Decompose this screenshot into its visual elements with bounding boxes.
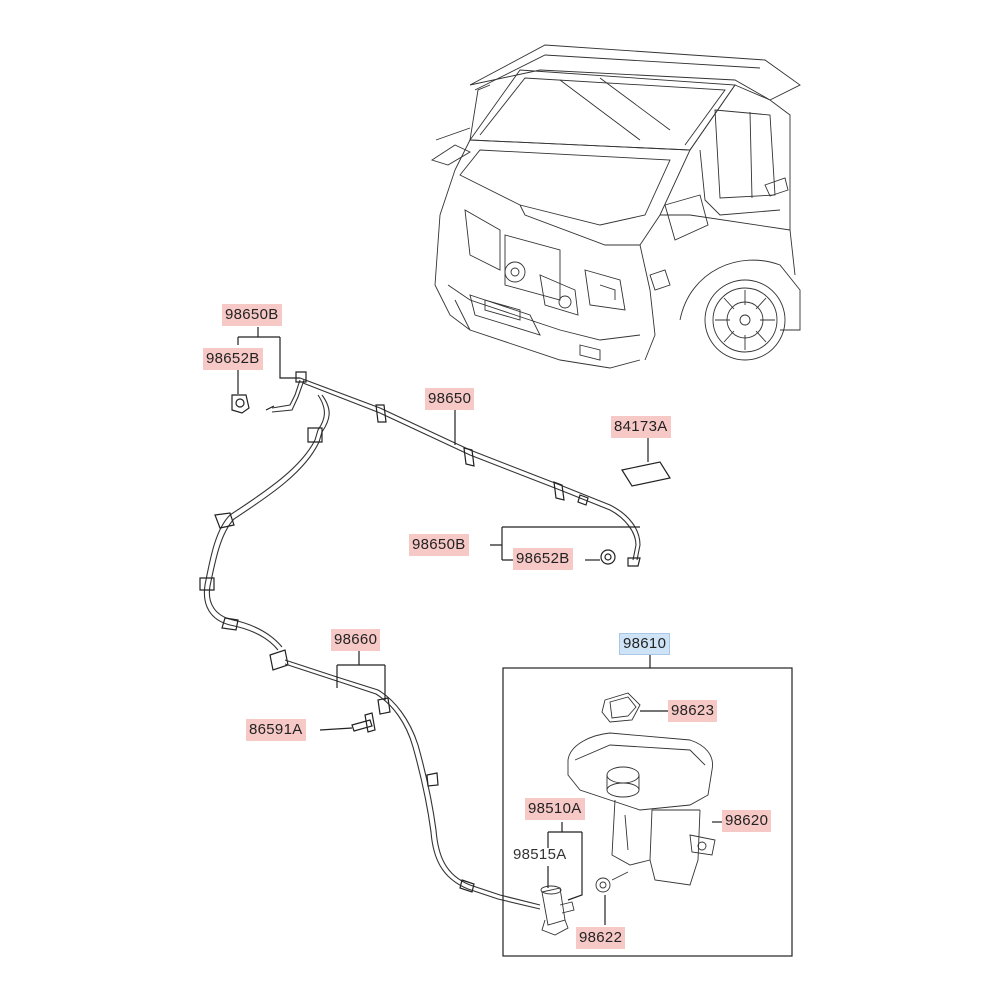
- callout-98650[interactable]: 98650: [425, 388, 475, 410]
- callout-98652B-mid[interactable]: 98652B: [513, 548, 573, 570]
- vehicle-front-icon: [430, 44, 801, 369]
- callout-86591A[interactable]: 86591A: [246, 719, 306, 741]
- reservoir-assembly-frame: [502, 667, 793, 957]
- callout-98510A[interactable]: 98510A: [525, 798, 585, 820]
- callout-98515A[interactable]: 98515A: [513, 846, 567, 863]
- callout-98650B-mid[interactable]: 98650B: [409, 534, 469, 556]
- callout-98610[interactable]: 98610: [619, 633, 671, 655]
- callout-98623[interactable]: 98623: [668, 700, 718, 722]
- callout-98622[interactable]: 98622: [576, 927, 626, 949]
- callout-98652B-top[interactable]: 98652B: [203, 348, 263, 370]
- nozzle-icon: [600, 549, 616, 565]
- label-sticker-icon: [621, 461, 671, 487]
- callout-98650B-top[interactable]: 98650B: [222, 304, 282, 326]
- leader-lines: [237, 327, 722, 925]
- callout-98620[interactable]: 98620: [722, 810, 772, 832]
- callout-98660[interactable]: 98660: [331, 629, 381, 651]
- pump-motor-icon: [540, 885, 575, 936]
- grommet-icon: [595, 871, 629, 893]
- reservoir-tank-icon: [567, 692, 716, 886]
- callout-84173A[interactable]: 84173A: [611, 416, 671, 438]
- washer-hose-upper-icon: [231, 371, 641, 567]
- washer-hose-lower-icon: [199, 427, 541, 910]
